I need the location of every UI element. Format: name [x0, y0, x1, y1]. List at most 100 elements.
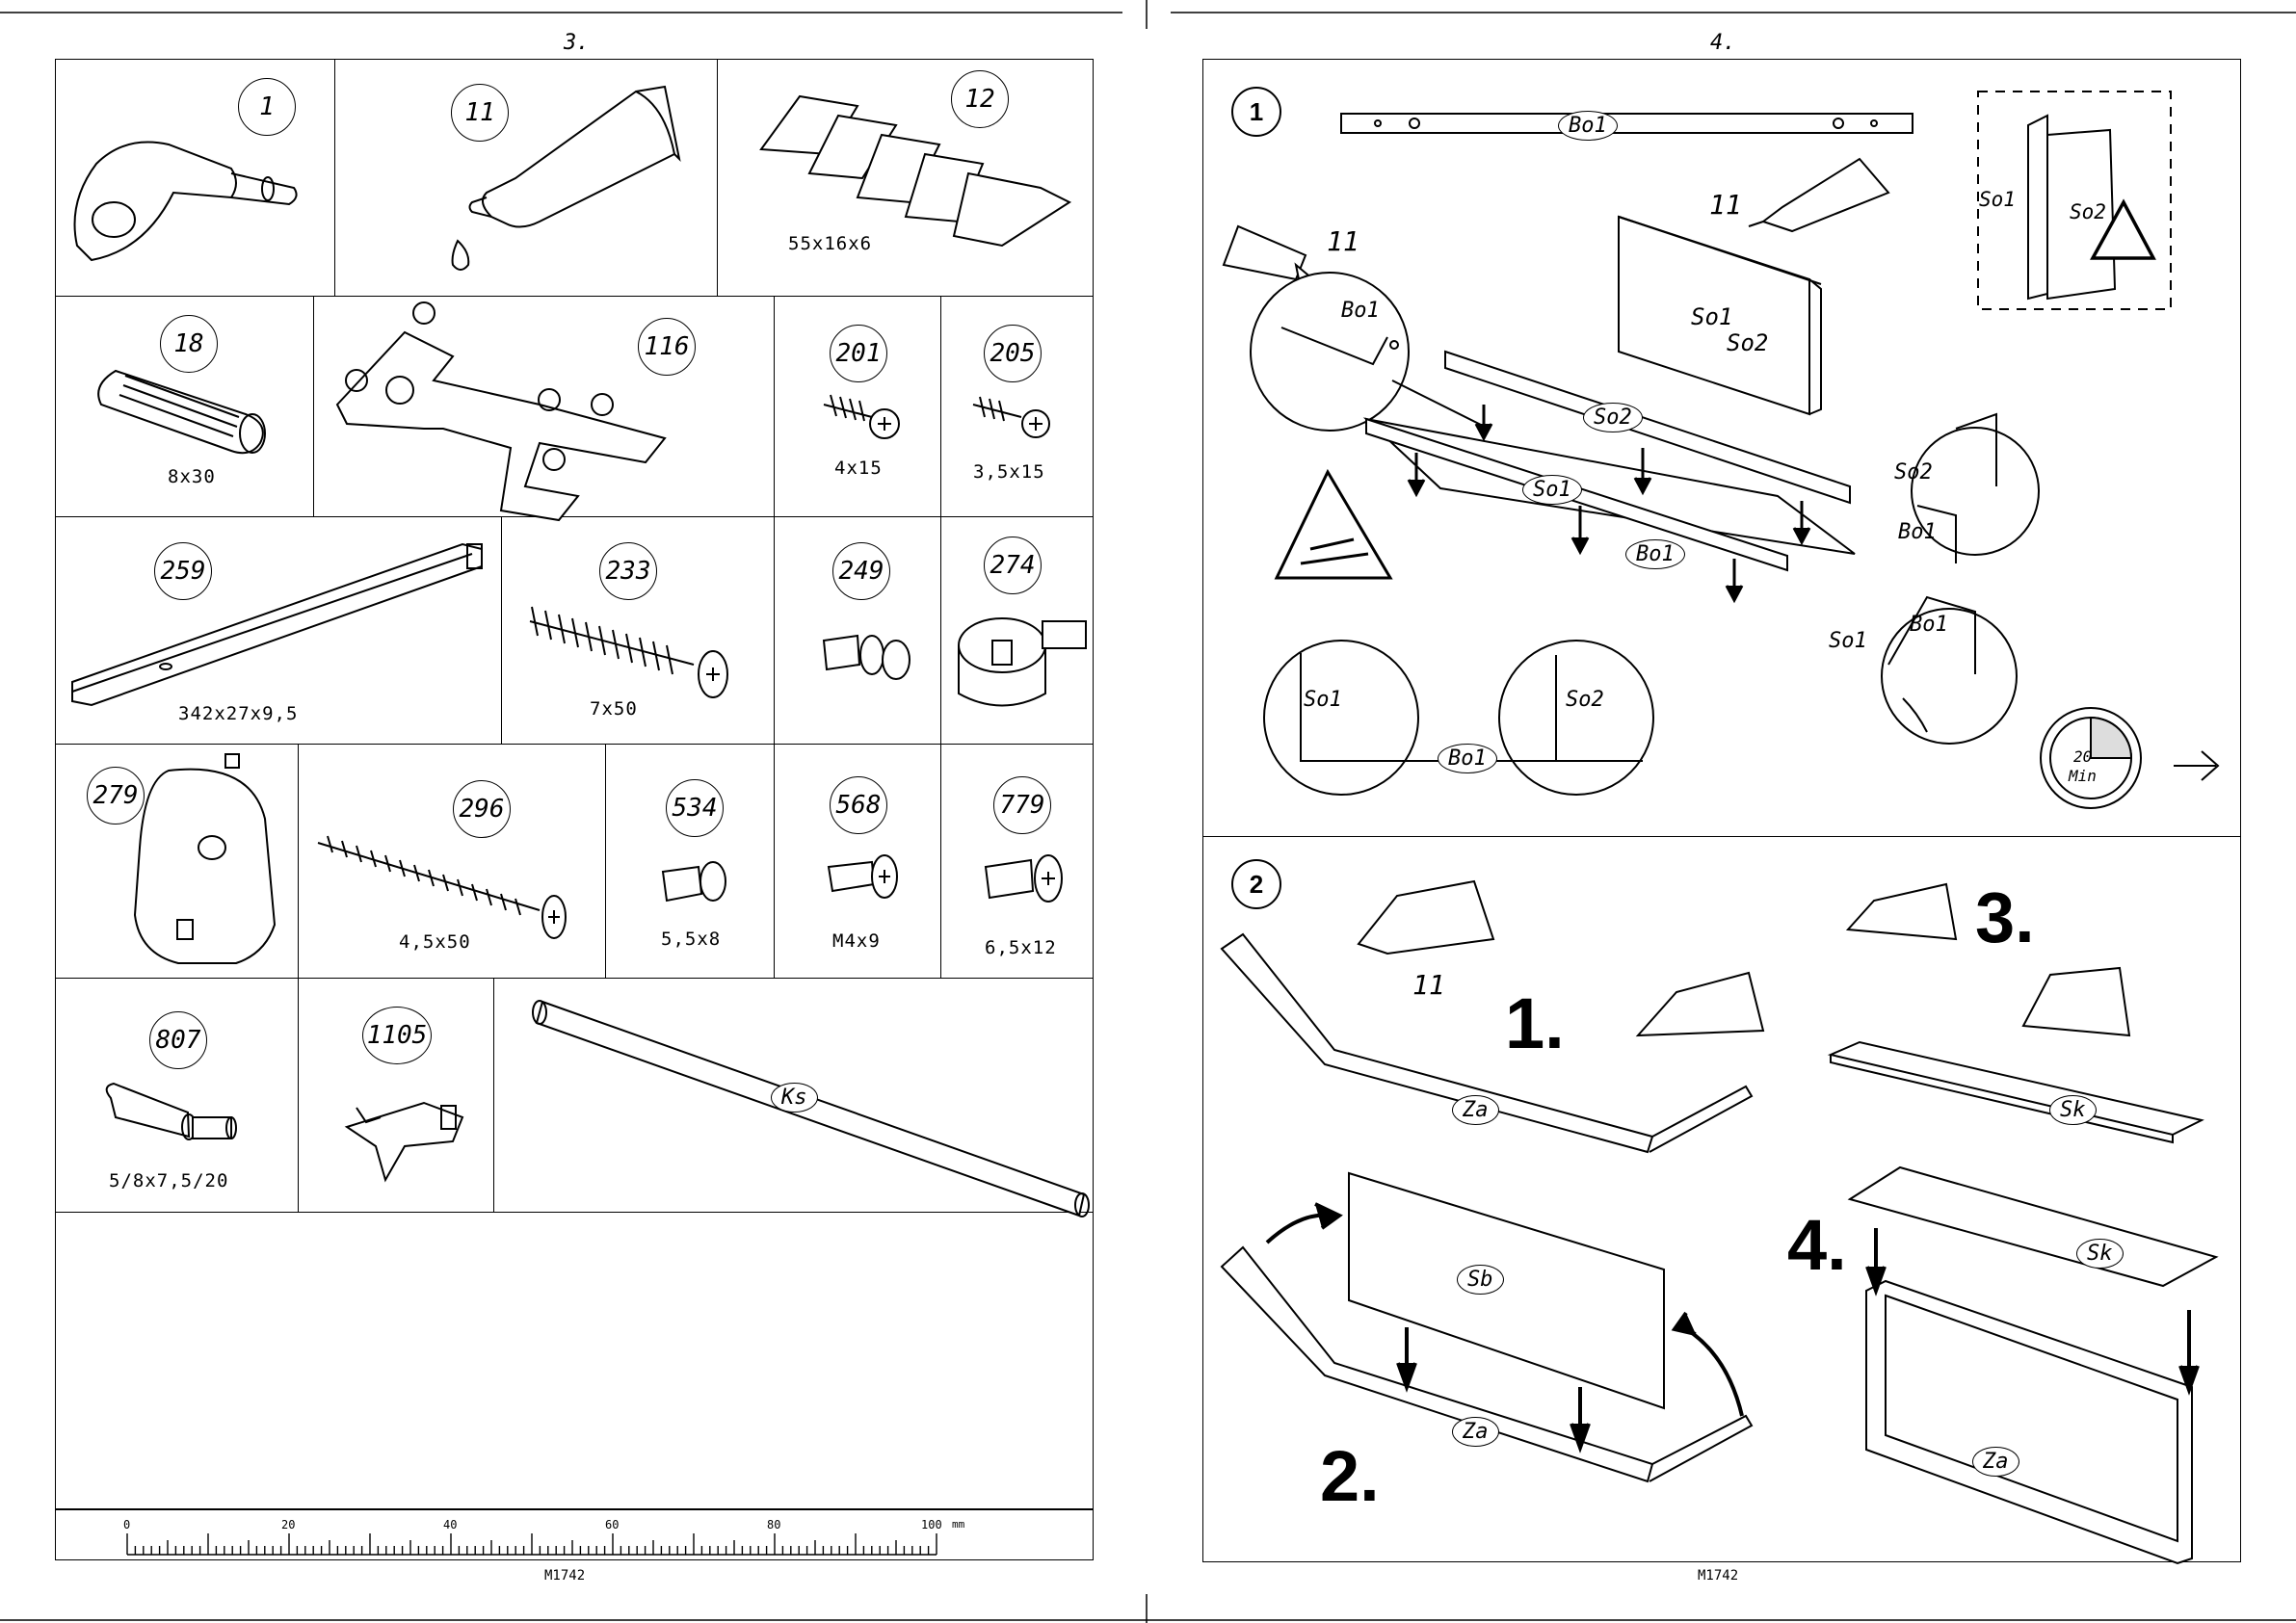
part-label-so1: So1 [1979, 188, 2016, 211]
drawer-rail-icon [71, 542, 483, 707]
part-label-so1: So1 [1304, 688, 1342, 712]
frame-za-icon [1220, 1245, 1754, 1483]
part-cell-779 [941, 745, 1094, 979]
part-cell-1105 [299, 979, 494, 1213]
part-dimension: 5,5x8 [661, 929, 722, 950]
down-arrow-icon [1396, 1327, 1591, 1453]
cam-lock-icon [958, 617, 1087, 707]
ruler-tick-label: 100 [921, 1518, 942, 1531]
part-label-za: Za [1452, 1095, 1499, 1125]
connector-bolt-icon [529, 606, 728, 698]
down-arrow-icon [1865, 1228, 2200, 1396]
panel-so1-so2-icon [1618, 215, 1822, 416]
glue-label: 11 [1412, 969, 1445, 1001]
carcass-frame-icon [1865, 1279, 2193, 1565]
down-arrow-icon [1407, 405, 1811, 604]
part-dimension: 4x15 [834, 458, 883, 479]
glue-label: 11 [1709, 189, 1742, 221]
part-number: 233 [599, 542, 657, 600]
page-number-right: 4. [1710, 31, 1736, 55]
panel-sb-icon [1348, 1171, 1665, 1410]
part-dimension: 5/8x7,5/20 [109, 1170, 229, 1191]
part-cell-11 [335, 59, 718, 297]
part-dimension: M4x9 [832, 930, 881, 952]
part-number: 568 [830, 776, 887, 834]
substep-number: 1. [1505, 983, 1565, 1063]
panel-sk-icon [1847, 1165, 2219, 1288]
long-screw-icon [317, 835, 567, 939]
part-dimension: 3,5x15 [973, 461, 1045, 483]
part-label-so1: So1 [1829, 629, 1867, 653]
screw-icon [972, 396, 1050, 438]
glue-tube-icon [1748, 157, 1890, 233]
footer-code-right: M1742 [1698, 1568, 1739, 1584]
part-number: 116 [638, 318, 696, 376]
hinge-icon [335, 301, 667, 522]
part-number: 274 [984, 537, 1042, 594]
part-dimension: 8x30 [168, 466, 216, 487]
machine-screw-icon [827, 854, 898, 899]
part-number: 279 [87, 767, 145, 825]
part-cell-279 [55, 745, 299, 979]
part-number: 534 [666, 779, 724, 837]
curved-arrow-icon [1265, 1202, 1744, 1417]
panel-bo1-icon [1340, 113, 1913, 134]
part-label-bo1: Bo1 [1625, 539, 1685, 569]
part-label-bo1: Bo1 [1341, 299, 1380, 323]
ruler-ticks [126, 1533, 937, 1555]
part-cell-205 [941, 297, 1094, 517]
dowel-icon [97, 369, 266, 455]
part-label-so2: So2 [1894, 460, 1933, 484]
time-badge-value: 20 [2073, 747, 2093, 766]
part-label-so2: So2 [1727, 329, 1769, 356]
glue-tube-icon [1357, 879, 2131, 1037]
part-label-bo1: Bo1 [1438, 744, 1497, 773]
part-cell-249 [775, 517, 941, 745]
part-cell-568 [775, 745, 941, 979]
part-dimension: 4,5x50 [399, 931, 471, 953]
ruler-band [55, 1508, 1094, 1510]
screw-icon [823, 394, 900, 439]
ruler-tick-label: 80 [767, 1518, 781, 1531]
part-number: 779 [993, 776, 1051, 834]
panel-sk-icon [1827, 1040, 2204, 1144]
ruler-tick-label: 0 [123, 1518, 131, 1531]
substep-number: 4. [1787, 1205, 1847, 1285]
part-label-sk: Sk [2049, 1095, 2097, 1125]
rod-label: Ks [771, 1083, 818, 1113]
part-number: 205 [984, 325, 1042, 382]
part-number: 12 [951, 70, 1009, 128]
part-cell-807 [55, 979, 299, 1213]
part-number: 296 [453, 780, 511, 838]
part-label-bo1: Bo1 [1898, 520, 1937, 544]
part-cell-12 [718, 59, 1094, 297]
part-label-sk: Sk [2076, 1239, 2124, 1269]
part-cell-259 [55, 517, 502, 745]
part-number: 1105 [362, 1007, 432, 1064]
shelf-support-icon [344, 1101, 464, 1183]
ruler-unit: mm [952, 1518, 965, 1531]
part-number: 249 [832, 542, 890, 600]
frame-za-icon [1220, 932, 1754, 1154]
part-label-so1: So1 [1691, 303, 1733, 330]
ruler-tick-label: 60 [605, 1518, 620, 1531]
shelf-pin-icon [105, 1082, 237, 1140]
part-cell-233 [502, 517, 775, 745]
part-label-bo1: Bo1 [1910, 613, 1948, 637]
substep-number: 3. [1975, 877, 2035, 957]
glue-tube-icon [451, 85, 681, 271]
part-label-so2: So2 [1566, 688, 1604, 712]
part-cell-18 [55, 297, 314, 517]
rod-holder-icon [133, 753, 277, 964]
part-dimension: 7x50 [590, 698, 638, 720]
part-label-so2: So2 [2070, 200, 2106, 223]
part-label-so1: So1 [1522, 475, 1582, 505]
substep-number: 2. [1320, 1436, 1380, 1516]
step-number: 2 [1231, 859, 1281, 909]
euro-screw-icon [661, 861, 726, 903]
part-cell-1 [55, 59, 335, 297]
part-cell-201 [775, 297, 941, 517]
